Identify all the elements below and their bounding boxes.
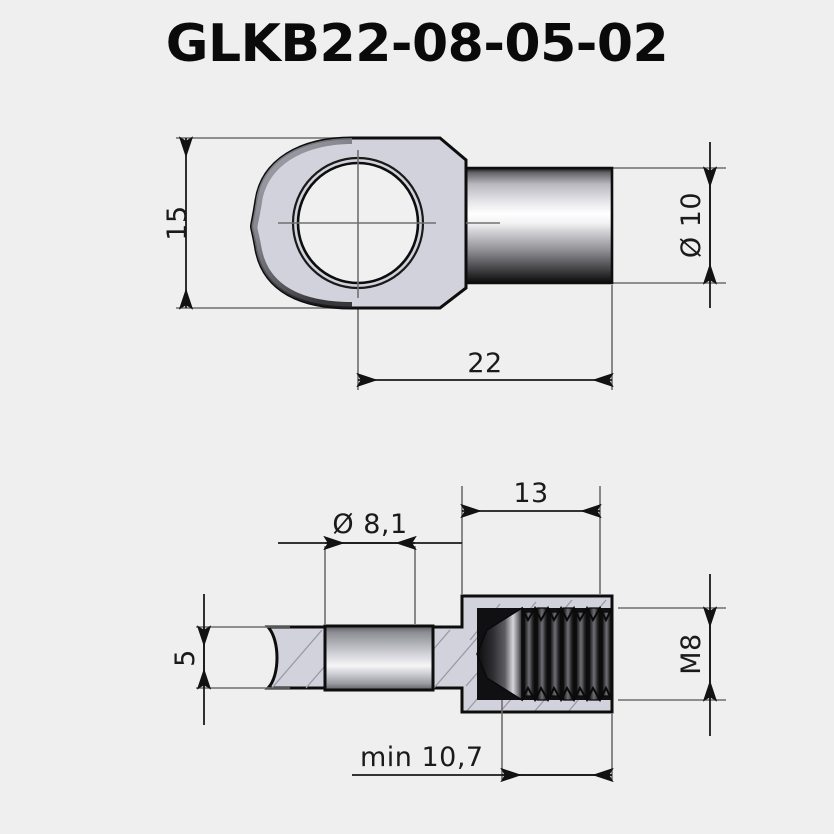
- thread-profile-lines: [521, 605, 613, 703]
- thread-cone-tip: [476, 606, 523, 702]
- page-title: GLKB22-08-05-02: [165, 14, 669, 74]
- dimension-diameter-10: Ø 10: [676, 142, 718, 308]
- threaded-hole-group: [476, 605, 613, 703]
- dimension-min-10-7: min 10,7: [352, 742, 614, 783]
- section-boss-outline: [462, 594, 614, 714]
- dimension-m8: M8: [676, 574, 718, 736]
- top-view-group: 15 Ø 10 22: [162, 136, 726, 390]
- dimension-13: 13: [460, 478, 602, 519]
- dimension-22: 22: [356, 348, 614, 388]
- dimension-5-label: 5: [170, 649, 201, 667]
- dimension-15: 15: [162, 136, 194, 310]
- dimension-diameter-10-label: Ø 10: [676, 192, 707, 258]
- dimension-m8-label: M8: [676, 633, 707, 674]
- bottom-view-group: Ø 8,1 5 13 M8 min: [170, 478, 726, 783]
- top-view-centerlines: [278, 150, 500, 298]
- thread-teeth: [523, 607, 613, 701]
- dimension-13-label: 13: [513, 478, 548, 509]
- dimension-min-10-7-label: min 10,7: [360, 742, 484, 773]
- dimension-15-label: 15: [162, 205, 193, 240]
- shaft-cylinder: [460, 166, 614, 285]
- dimension-diameter-8-1: Ø 8,1: [278, 509, 462, 551]
- section-bore-bushing: [323, 624, 435, 692]
- dimension-5: 5: [170, 594, 212, 725]
- dimension-22-label: 22: [467, 348, 502, 379]
- dimension-diameter-8-1-label: Ø 8,1: [332, 509, 407, 540]
